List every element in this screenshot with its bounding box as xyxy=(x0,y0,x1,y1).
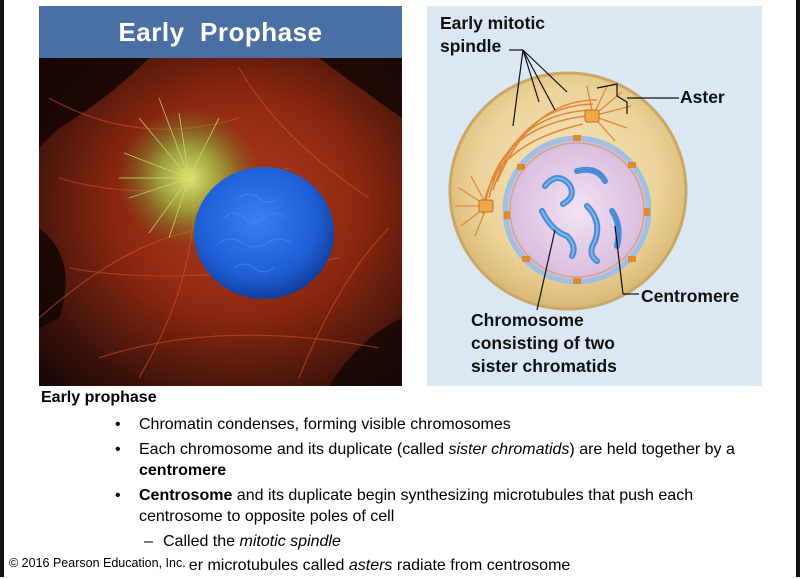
bullet-glyph: • xyxy=(115,441,121,458)
sub-bullet-item-1: – Called the mitotic spindle xyxy=(115,531,775,552)
copyright-notice: © 2016 Pearson Education, Inc. xyxy=(9,556,188,570)
cell-diagram-illustration xyxy=(448,49,688,311)
sub-bullet-text-emphasis: mitotic spindle xyxy=(239,533,341,550)
bullet-item-3: • Centrosome and its duplicate begin syn… xyxy=(115,485,775,527)
left-frame-edge xyxy=(0,0,4,577)
sub-bullet-item-2: – Other microtubules called asters radia… xyxy=(115,555,775,576)
sub-bullet-text-pre: Called the xyxy=(163,533,240,550)
micrograph-title: Early Prophase xyxy=(118,16,323,47)
label-chromosome: Chromosome consisting of two sister chro… xyxy=(471,310,617,376)
bullet-item-2: • Each chromosome and its duplicate (cal… xyxy=(115,439,775,481)
micrograph-panel: Early Prophase xyxy=(39,6,402,386)
sub-bullet-text-post: radiate from centrosome xyxy=(392,557,571,574)
label-centromere: Centromere xyxy=(641,286,740,306)
bullet-text-emphasis: sister chromatids xyxy=(448,441,570,458)
sub-bullet-text-emphasis: asters xyxy=(348,557,393,574)
right-frame-edge xyxy=(796,0,800,577)
sub-bullet-text-pre: Other microtubules called xyxy=(163,557,349,574)
bullet-item-1: • Chromatin condenses, forming visible c… xyxy=(115,414,775,435)
label-early-mitotic-spindle: Early mitotic spindle xyxy=(440,13,546,56)
prophase-diagram: Early mitotic spindle Aster Centromere C… xyxy=(427,6,762,386)
bullet-text: Chromatin condenses, forming visible chr… xyxy=(139,416,511,433)
section-heading: Early prophase xyxy=(41,389,157,406)
micrograph-title-bar: Early Prophase xyxy=(39,6,402,58)
bullet-text-rest: and its duplicate begin synthesizing mic… xyxy=(139,487,694,525)
bullet-text-pre: Each chromosome and its duplicate (calle… xyxy=(139,441,449,458)
bullet-glyph: • xyxy=(115,487,121,504)
cell-micrograph xyxy=(39,58,402,386)
bullet-text-bold: centromere xyxy=(139,462,227,479)
label-aster: Aster xyxy=(680,87,725,107)
bullet-list: • Chromatin condenses, forming visible c… xyxy=(115,414,775,579)
bullet-text-bold: Centrosome xyxy=(139,487,233,504)
bullet-text-mid: ) are held together by a xyxy=(569,441,735,458)
sub-bullet-glyph: – xyxy=(144,533,153,550)
bullet-glyph: • xyxy=(115,416,121,433)
